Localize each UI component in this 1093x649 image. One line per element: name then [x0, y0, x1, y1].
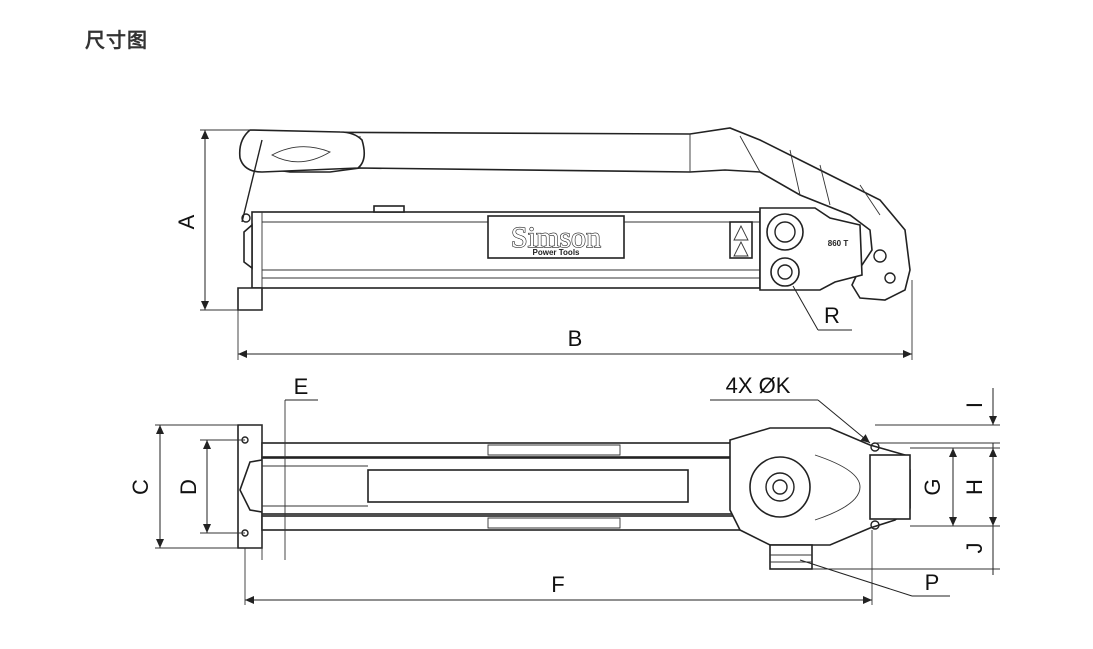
brand-logo: Simson: [511, 221, 601, 254]
dim-label-p: P: [925, 570, 940, 595]
dim-label-k: 4X ØK: [726, 373, 791, 398]
brand-subtitle: Power Tools: [533, 248, 581, 257]
brand-plate: [487, 215, 625, 259]
dim-label-e: E: [294, 374, 309, 399]
valve-marking: 860 T: [828, 239, 849, 248]
release-valve-knob: [766, 213, 804, 251]
dim-label-b: B: [568, 326, 583, 351]
page-title: 尺寸图: [85, 28, 148, 52]
dim-label-r: R: [824, 303, 840, 328]
dim-label-a: A: [174, 214, 199, 229]
dim-label-h: H: [962, 479, 987, 495]
side-view: Simson Power Tools 860 T A B R: [174, 127, 913, 360]
dim-label-d: D: [176, 479, 201, 495]
dim-label-c: C: [128, 479, 153, 495]
top-view: C D E F 4X ØK I G H: [128, 373, 1000, 605]
dim-label-g: G: [920, 478, 945, 495]
handle-grip: [238, 129, 366, 173]
dim-label-f: F: [551, 572, 564, 597]
dim-label-j: J: [962, 543, 987, 554]
dim-label-i: I: [962, 402, 987, 408]
outlet-port-r: [770, 257, 800, 287]
outlet-port-p: [769, 544, 813, 570]
